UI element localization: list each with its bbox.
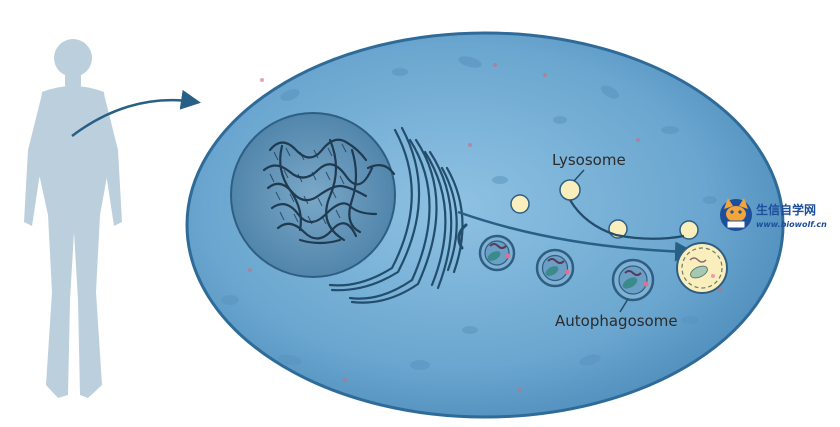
endoplasmic-reticulum — [328, 126, 464, 304]
lysosome-path — [569, 199, 685, 240]
lysosome-2 — [559, 179, 581, 201]
human-silhouette — [24, 39, 122, 398]
cytoplasm-dots — [248, 63, 722, 392]
autophagosome-label: Autophagosome — [555, 312, 678, 330]
phagophore — [457, 223, 468, 250]
lysosome-1 — [510, 194, 530, 214]
nucleus — [230, 112, 396, 278]
autolysosome — [676, 242, 728, 294]
autophagosome-1 — [478, 234, 516, 272]
watermark-url: www.biowolf.cn — [756, 220, 827, 229]
cytoplasm-texture — [221, 56, 717, 370]
chromatin — [262, 138, 396, 245]
zoom-arrow — [71, 89, 201, 137]
chromatin-rungs — [269, 143, 347, 225]
autophagosome-3 — [611, 258, 655, 302]
lysosomes — [510, 179, 699, 240]
autophagosome-2 — [535, 248, 575, 288]
flow-arrow — [457, 210, 695, 262]
autophagosome-leader — [619, 298, 629, 313]
watermark-logo: 生信自学网 www.biowolf.cn — [720, 198, 827, 231]
lysosome-leader — [573, 169, 585, 182]
lysosome-label: Lysosome — [552, 151, 626, 169]
lysosome-4 — [679, 220, 699, 240]
watermark-title: 生信自学网 — [756, 202, 816, 217]
